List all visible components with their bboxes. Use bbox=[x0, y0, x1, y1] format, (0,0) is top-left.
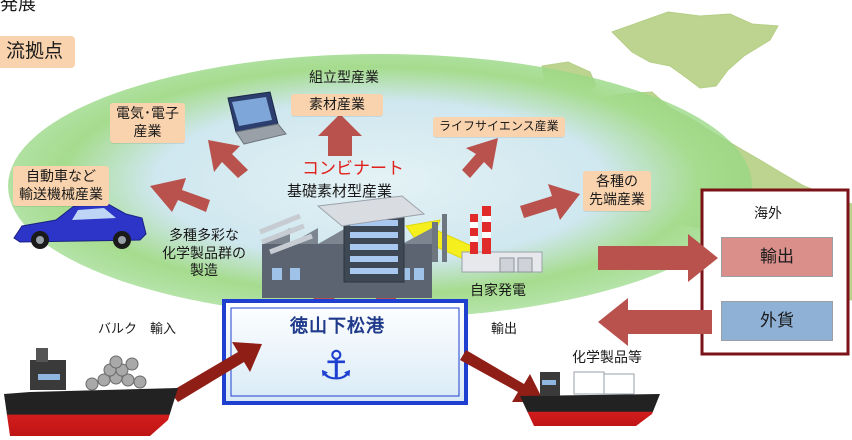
bulk-cargo-pile bbox=[85, 355, 147, 391]
electrical-industry-box: 電気･電子 産業 bbox=[110, 103, 185, 144]
anchor-icon: ⚓ bbox=[318, 343, 354, 389]
combinat-subtitle: 基礎素材型産業 bbox=[287, 182, 393, 200]
automotive-industry-box: 自動車など 輸送機械産業 bbox=[13, 166, 109, 207]
ship-export-label: 輸出 bbox=[491, 322, 518, 337]
car-icon bbox=[13, 203, 147, 249]
overseas-title: 海外 bbox=[754, 206, 782, 222]
arrow-to-lifescience bbox=[462, 138, 498, 178]
pipes bbox=[259, 213, 313, 255]
chemical-goods-label: 化学製品等 bbox=[572, 350, 642, 366]
factory-tank-roof bbox=[316, 195, 426, 227]
arrow-to-materials bbox=[318, 114, 362, 156]
bulk-import-label: バルク 輸入 bbox=[98, 322, 177, 337]
advanced-industry-box: 各種の 先端産業 bbox=[583, 171, 651, 212]
chemical-products-label: 多種多彩な 化学製品群の 製造 bbox=[162, 228, 246, 279]
export-box: 輸出 bbox=[721, 237, 833, 277]
factory-windows bbox=[272, 268, 424, 280]
lifescience-industry-box: ライフサイエンス産業 bbox=[433, 117, 565, 137]
header-tag-fragment: 流拠点 bbox=[0, 36, 76, 68]
import-arrow bbox=[170, 342, 262, 402]
laptop-icon bbox=[227, 91, 287, 145]
inbound-arrow bbox=[598, 298, 712, 346]
combinat-factory bbox=[259, 195, 447, 298]
smokestacks bbox=[432, 214, 447, 262]
arrow-to-electrical bbox=[208, 140, 248, 178]
assembly-industry-label: 組立型産業 bbox=[309, 70, 379, 86]
port-name: 徳山下松港 bbox=[290, 316, 385, 337]
bulk-ship bbox=[4, 348, 178, 436]
header-title-fragment: 発展 bbox=[0, 0, 36, 15]
export-arrow bbox=[460, 350, 544, 402]
arrow-to-advanced bbox=[520, 184, 580, 220]
combinat-title: コンビナート bbox=[302, 159, 404, 179]
office-windows bbox=[350, 220, 398, 274]
outbound-arrow bbox=[598, 234, 718, 282]
power-tanks bbox=[499, 257, 533, 273]
cargo-ship bbox=[520, 371, 660, 426]
power-chimneys bbox=[470, 206, 491, 254]
forex-box: 外貨 bbox=[721, 301, 833, 341]
industry-zone-oval bbox=[8, 54, 752, 318]
arrow-to-automotive bbox=[150, 178, 210, 212]
power-plant bbox=[461, 206, 543, 273]
power-generation-label: 自家発電 bbox=[470, 283, 526, 299]
materials-industry-box: 素材産業 bbox=[291, 94, 383, 117]
